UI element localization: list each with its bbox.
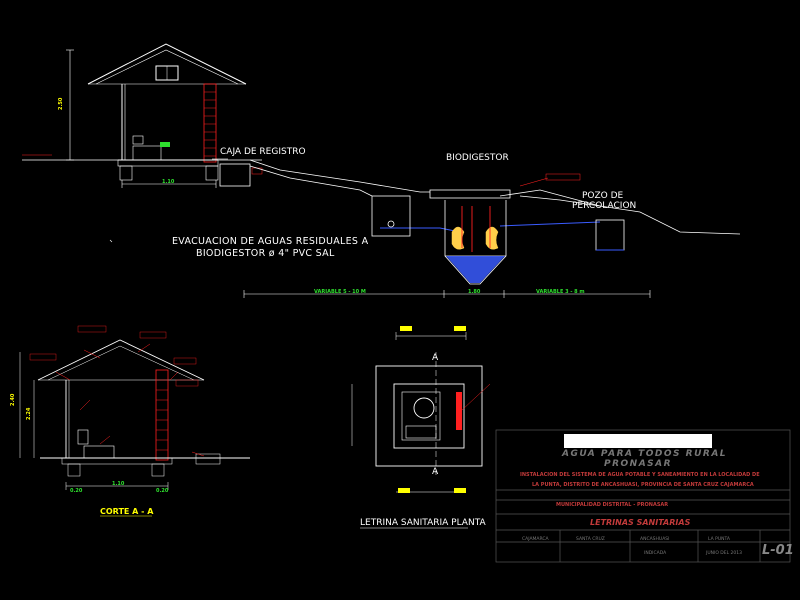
plan-tag-2	[454, 326, 466, 331]
plan-tag-4	[454, 488, 466, 493]
plan-view	[375, 352, 483, 478]
plan-tag-3	[398, 488, 410, 493]
tb-project-1: AGUA PARA TODOS RURAL	[561, 449, 727, 459]
label-pozo-1: POZO DE	[582, 191, 624, 201]
label-evac-1: EVACUACION DE AGUAS RESIDUALES A	[172, 236, 369, 247]
terrain-profile	[249, 159, 741, 235]
corte-w: 1.10	[112, 481, 125, 487]
plan-wall-red	[456, 392, 462, 430]
tb-desc-2: LA PUNTA, DISTRITO DE ANCASHUASI, PROVIN…	[532, 482, 754, 488]
internal-pipes	[461, 206, 491, 252]
plan-title: LETRINA SANITARIA PLANTA	[360, 518, 486, 528]
note-3	[29, 353, 57, 361]
corte-h1: 2.40	[10, 393, 16, 406]
section-leaders	[55, 343, 205, 457]
dim-var-right: VARIABLE 3 - 8 m	[536, 289, 585, 295]
tb-drawing: LETRINAS SANITARIAS	[590, 518, 691, 527]
tb-province: SANTA CRUZ	[576, 536, 605, 542]
section-dims	[19, 352, 169, 490]
plan-section-a-bottom: A	[432, 467, 439, 477]
note-4	[173, 357, 197, 365]
height-dim-label: 2.50	[58, 97, 64, 110]
note-5	[175, 379, 199, 387]
percolation-well	[595, 219, 625, 251]
overall-dimension	[243, 290, 651, 298]
elevation-latrine	[22, 43, 247, 181]
section-hatch	[156, 379, 168, 451]
tb-project-2: PRONASAR	[604, 459, 672, 469]
red-callout	[545, 173, 581, 181]
section-aa	[37, 339, 250, 477]
tb-entity: MUNICIPALIDAD DISTRITAL - PRONASAR	[556, 502, 668, 508]
corte-ext2: 0.20	[156, 488, 169, 494]
tb-dept: CAJAMARCA	[522, 536, 550, 542]
tb-locality: LA PUNTA	[708, 536, 731, 542]
plan-leader	[461, 383, 491, 411]
label-pozo-2: PERCOLACION	[572, 201, 636, 211]
plan-dims	[351, 332, 467, 493]
tb-scale: INDICADA	[644, 550, 667, 556]
height-dimension	[66, 49, 74, 161]
sludge-cone	[446, 256, 505, 283]
corte-ext1: 0.20	[70, 488, 83, 494]
width-dim-label: 1.10	[162, 179, 175, 185]
tick-mark	[109, 239, 113, 243]
logo-blank	[564, 434, 712, 448]
registry-box	[216, 159, 262, 187]
wall-hatch	[204, 91, 216, 157]
dim-mid: 1.80	[468, 289, 481, 295]
tb-district: ANCASHUASI	[640, 536, 669, 542]
red-leader	[519, 177, 549, 187]
label-evac-2: BIODIGESTOR ø 4" PVC SAL	[196, 248, 335, 259]
corte-h2: 2.24	[26, 407, 32, 420]
label-biodigestor: BIODIGESTOR	[446, 153, 509, 163]
filter-element-2	[485, 226, 499, 250]
label-caja-registro: CAJA DE REGISTRO	[220, 147, 306, 157]
note-2	[139, 331, 167, 339]
plan-section-a-top: A	[432, 353, 439, 363]
note-1	[77, 325, 107, 333]
width-dimension	[121, 180, 217, 188]
tb-sheet: L-01	[762, 543, 794, 558]
tb-date: JUNIO DEL 2013	[705, 550, 742, 556]
green-marker	[160, 142, 170, 147]
plan-tag-1	[400, 326, 412, 331]
dim-var-left: VARIABLE 5 - 10 M	[314, 289, 366, 295]
title-block	[495, 429, 791, 563]
tb-desc-1: INSTALACION DEL SISTEMA DE AGUA POTABLE …	[520, 472, 760, 478]
corte-title: CORTE A - A	[100, 507, 154, 516]
